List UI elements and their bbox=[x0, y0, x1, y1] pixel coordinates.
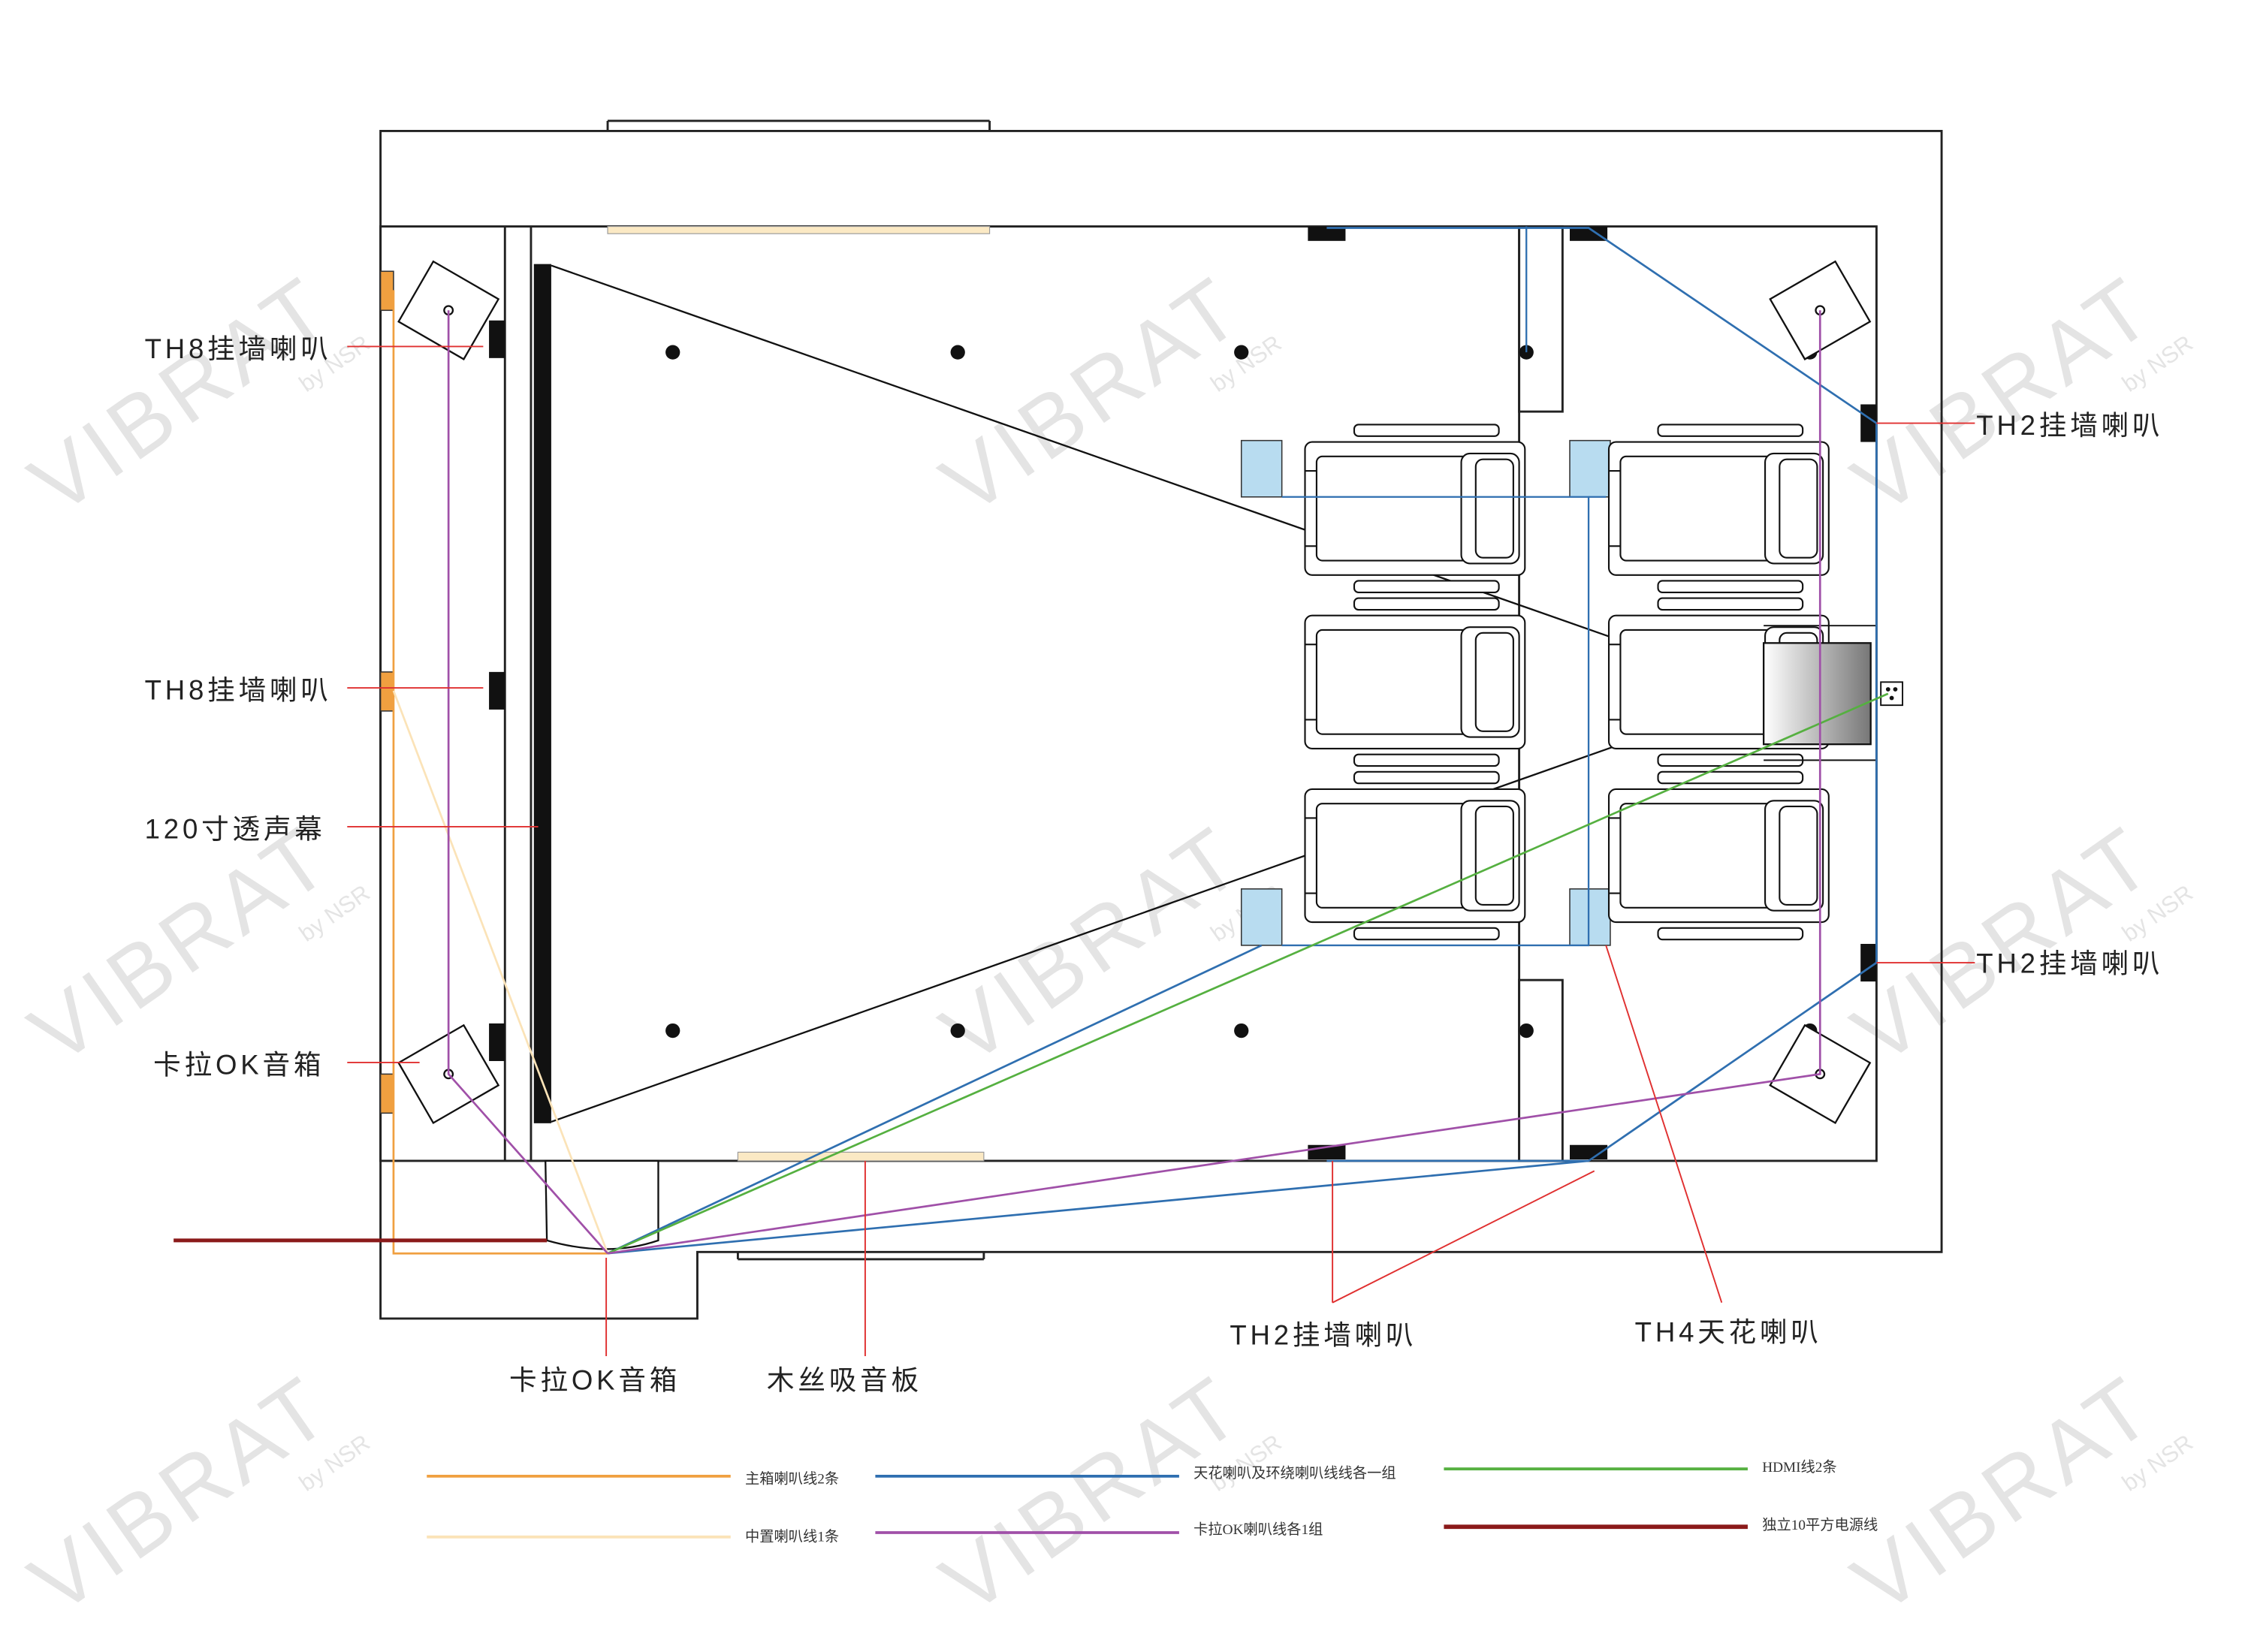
main-speaker-icon bbox=[379, 671, 394, 712]
label-karaoke-bottom: 卡拉OK音箱 bbox=[509, 1364, 680, 1395]
niche-top bbox=[1518, 225, 1564, 413]
seat bbox=[1304, 597, 1526, 767]
center-speaker-cable bbox=[392, 690, 609, 1254]
wall-speaker-icon bbox=[1860, 943, 1877, 982]
legend-label: HDMI线2条 bbox=[1762, 1459, 1836, 1476]
watermark-brand: VIBRAT bbox=[925, 258, 1260, 533]
watermark-brand: VIBRAT bbox=[13, 807, 349, 1083]
power-outlet-icon bbox=[1880, 681, 1904, 707]
wood-panel-bottom bbox=[737, 1151, 985, 1162]
surround-cable bbox=[607, 1159, 1589, 1255]
seating bbox=[1304, 424, 1830, 941]
wall-speaker-icon bbox=[1308, 226, 1346, 241]
acoustic-panel bbox=[1240, 439, 1283, 498]
label-th2-right-bottom: TH2挂墙喇叭 bbox=[1976, 948, 2163, 979]
ceiling-speaker-icon bbox=[1519, 1023, 1534, 1039]
label-screen: 120寸透声幕 bbox=[145, 813, 326, 844]
wall-speaker-icon bbox=[1570, 226, 1608, 241]
wiring bbox=[173, 226, 1889, 1255]
legend-label: 独立10平方电源线 bbox=[1762, 1517, 1878, 1533]
acoustic-panel bbox=[1240, 888, 1283, 946]
watermark-brand: VIBRAT bbox=[1836, 1357, 2172, 1632]
wall-speaker-icon bbox=[489, 671, 505, 710]
wall-speaker-icon bbox=[489, 320, 505, 358]
wall-speaker-icon bbox=[1570, 1144, 1608, 1160]
niche-bottom bbox=[1518, 978, 1564, 1162]
ceiling-speaker-icon bbox=[665, 1023, 680, 1039]
seat bbox=[1607, 424, 1830, 593]
watermark-brand: VIBRAT bbox=[1836, 807, 2172, 1083]
watermark-brand: VIBRAT bbox=[13, 1357, 349, 1632]
ceiling-speaker-icon bbox=[665, 345, 680, 360]
legend-label: 卡拉OK喇叭线各1组 bbox=[1193, 1521, 1323, 1538]
label-th2-right-top: TH2挂墙喇叭 bbox=[1976, 410, 2163, 441]
seat bbox=[1304, 424, 1526, 593]
projector bbox=[1762, 642, 1872, 746]
legend-label: 主箱喇叭线2条 bbox=[745, 1470, 839, 1487]
ceiling-speaker-icon bbox=[950, 345, 965, 360]
surround-cable bbox=[1326, 227, 1878, 1162]
seat bbox=[1304, 770, 1526, 941]
acoustic-panel bbox=[1569, 439, 1611, 498]
hdmi-cable bbox=[607, 692, 1889, 1255]
main-speakers bbox=[379, 270, 394, 1114]
karaoke-box-bottom bbox=[545, 1159, 659, 1250]
acoustic-panel bbox=[1569, 888, 1611, 946]
main-speaker-icon bbox=[379, 1073, 394, 1114]
label-th8-mid: TH8挂墙喇叭 bbox=[145, 674, 332, 705]
legend-label: 天花喇叭及环绕喇叭线线各一组 bbox=[1193, 1465, 1396, 1482]
ceiling-speaker-icon bbox=[1234, 1023, 1249, 1039]
surround-cable bbox=[607, 944, 1263, 1255]
label-th4-ceiling: TH4天花喇叭 bbox=[1635, 1317, 1822, 1348]
outer-wall bbox=[379, 129, 1943, 1320]
watermark-brand: VIBRAT bbox=[13, 258, 349, 533]
watermark-brand: VIBRAT bbox=[1836, 258, 2172, 533]
karaoke-cable bbox=[607, 310, 1821, 1255]
seat bbox=[1607, 770, 1830, 941]
main-speaker-icon bbox=[379, 270, 394, 312]
acoustic-screen bbox=[533, 264, 551, 1123]
wall-speaker-icon bbox=[1860, 404, 1877, 442]
label-karaoke-left: 卡拉OK音箱 bbox=[153, 1049, 324, 1080]
legend-label: 中置喇叭线1条 bbox=[745, 1529, 839, 1545]
ceiling-speaker-icon bbox=[1234, 345, 1249, 360]
surround-cable bbox=[1281, 496, 1590, 947]
wood-panel-top bbox=[607, 225, 991, 234]
legend: 主箱喇叭线2条 天花喇叭及环绕喇叭线线各一组 HDMI线2条 中置喇叭线1条 卡… bbox=[427, 1459, 1878, 1545]
karaoke-cable bbox=[447, 310, 609, 1255]
main-speaker-cable bbox=[392, 290, 608, 1255]
projection-lines bbox=[551, 264, 1769, 1123]
wall-speaker-icon bbox=[489, 1023, 505, 1062]
label-wood-panel: 木丝吸音板 bbox=[767, 1364, 922, 1395]
blue-panels bbox=[1240, 439, 1611, 946]
label-th2-bottom: TH2挂墙喇叭 bbox=[1230, 1320, 1417, 1351]
karaoke-speakers bbox=[397, 260, 1872, 1125]
watermark-brand: VIBRAT bbox=[925, 1357, 1260, 1632]
label-th8-top: TH8挂墙喇叭 bbox=[145, 333, 332, 364]
ceiling-speaker-icon bbox=[950, 1023, 965, 1039]
leader-lines bbox=[347, 345, 1975, 1356]
